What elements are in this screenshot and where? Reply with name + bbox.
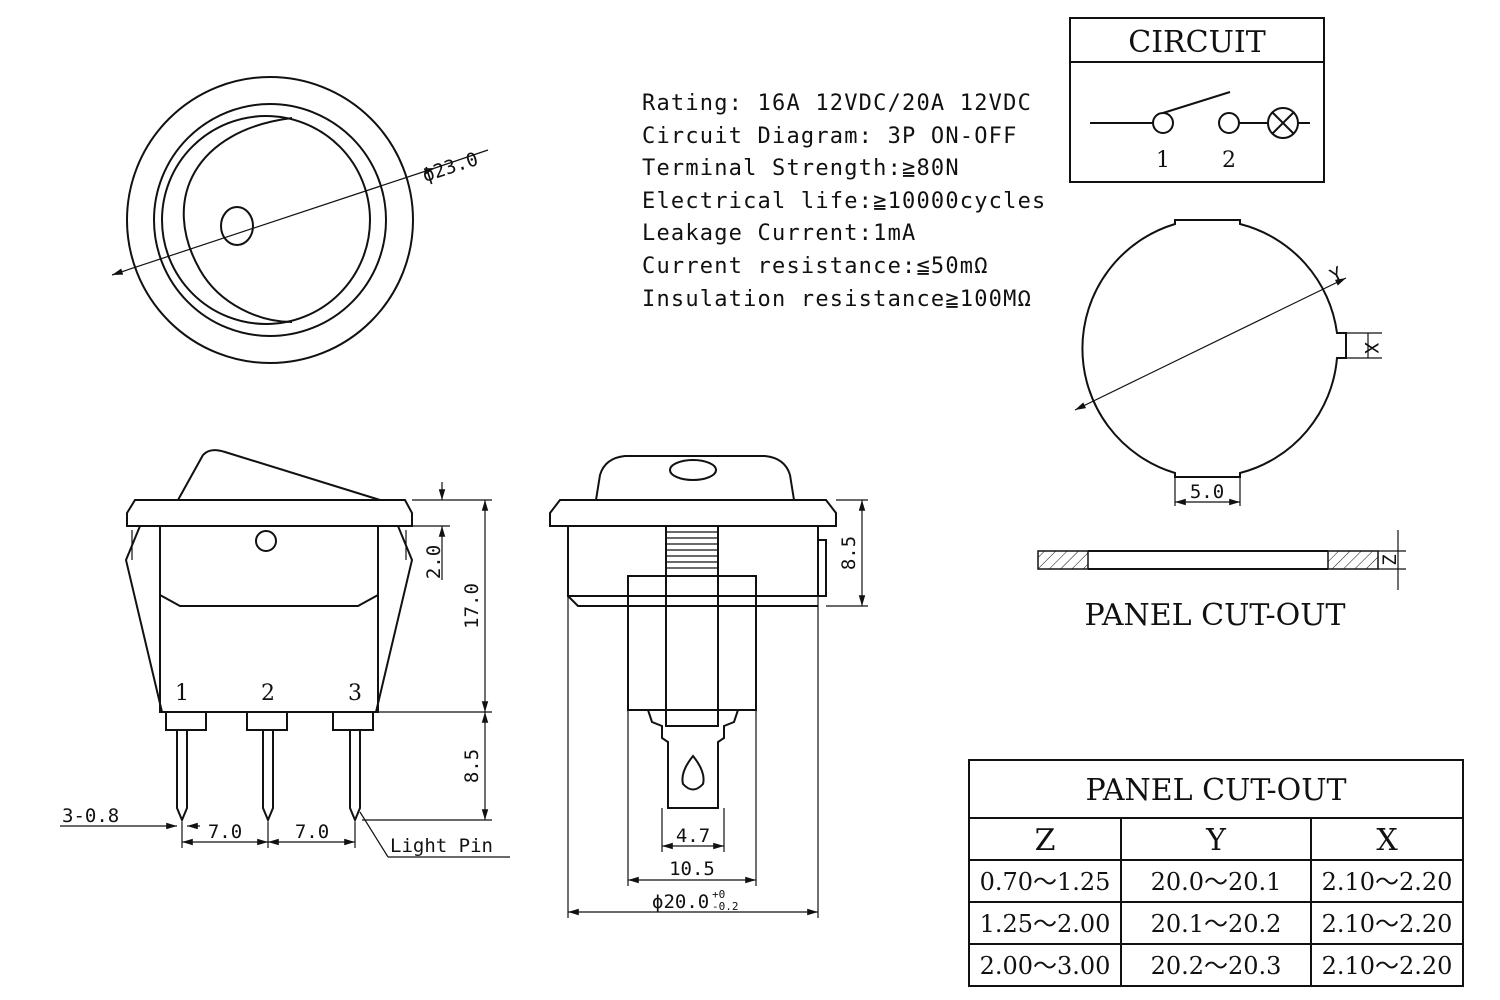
spec-insulation-resistance: Insulation resistance≧100MΩ [642,286,1033,312]
diameter-dimension-line [111,167,436,276]
switch-blade [1162,91,1231,114]
table-title: PANEL CUT-OUT [1085,773,1346,808]
table-header-z: Z [1035,823,1056,858]
table-cell: 2.10～2.20 [1322,952,1453,980]
inner-bezel-circle [153,103,387,337]
dim-8-5-pin: 8.5 [461,749,483,783]
side-bezel [549,499,837,527]
light-pin-label: Light Pin [390,835,493,857]
cutout-x-label: X [1360,342,1382,354]
spec-electrical-life: Electrical life:≧10000cycles [642,188,1047,214]
side-diameter: ϕ20.0 [652,891,709,913]
spec-current-resistance: Current resistance:≦50mΩ [642,253,989,279]
side-tab [818,539,827,597]
table-cell: 0.70～1.25 [980,868,1111,896]
circuit-frame [1069,17,1325,183]
left-clip [124,525,163,713]
indicator-lamp [220,206,254,246]
spec-list: Rating: 16A 12VDC/20A 12VDC Circuit Diag… [642,88,1046,316]
side-upper-body [567,525,819,597]
front-bezel [126,499,413,527]
top-view: ϕ23.0 [111,76,489,364]
diameter-label: ϕ23.0 [420,148,481,187]
rocker-curve [182,117,293,323]
cutout-tab-width: 5.0 [1190,481,1224,503]
diameter-leader [434,149,489,169]
circuit-terminal-1: 1 [1156,148,1170,173]
spec-circuit-diagram: Circuit Diagram: 3P ON-OFF [642,123,1018,149]
side-tol-plus: +0 [712,888,725,901]
side-dim-4-7: 4.7 [676,825,710,847]
side-rocker-cap [594,455,796,501]
table-header-y: Y [1205,823,1227,858]
table-cell: 1.25～2.00 [980,910,1111,938]
terminal-base-1 [165,712,207,731]
pin-3 [349,730,361,823]
dim-17-0: 17.0 [461,583,483,629]
pitch-2-label: 7.0 [295,821,329,843]
table-cell: 20.0～20.1 [1151,868,1282,896]
table-cell: 20.2～20.3 [1151,952,1282,980]
pin-width-label: 3-0.8 [62,805,119,827]
side-dim-8-5: 8.5 [838,536,860,570]
cutout-y-dimension [1074,277,1347,411]
front-view: 1 2 3 2.0 17.0 8.5 3-0.8 7.0 7.0 Light P… [60,449,510,858]
pin-1 [176,730,188,823]
spec-terminal-strength: Terminal Strength:≧80N [642,156,960,182]
side-center-post [665,575,719,727]
light-pin-leader [359,811,389,858]
terminal-label-2: 2 [261,681,275,706]
cutout-table: PANEL CUT-OUT Z Y X 0.70～1.25 20.0～20.1 … [968,759,1464,987]
table-cell: 2.10～2.20 [1322,868,1453,896]
terminal-base-2 [246,712,288,731]
terminal-base-3 [332,712,374,731]
panel-section-right [1327,550,1379,570]
terminal-label-1: 1 [175,681,189,706]
side-view: 8.5 4.7 10.5 ϕ20.0 +0 -0.2 [549,455,868,918]
side-indicator [669,459,717,481]
side-dim-10-5: 10.5 [669,858,715,880]
spec-rating: Rating: 16A 12VDC/20A 12VDC [642,91,1033,116]
terminal-hole [681,754,705,791]
cutout-view-title: PANEL CUT-OUT [1084,598,1345,633]
right-clip [375,525,414,713]
table-cell: 2.00～3.00 [980,952,1111,980]
circuit-box: CIRCUIT 1 2 [1069,17,1325,183]
spring-hatching [666,531,718,569]
table-header-x: X [1376,823,1398,858]
table-cell: 20.1～20.2 [1151,910,1282,938]
terminal-2-node [1218,112,1240,134]
rocker-outline [161,115,371,325]
front-indicator [255,530,277,552]
cutout-outline [1081,219,1347,478]
spec-leakage-current: Leakage Current:1mA [642,221,917,247]
table-cell: 2.10～2.20 [1322,910,1453,938]
housing-step [159,594,379,607]
dim-2-0: 2.0 [423,545,445,579]
cutout-view: Y X 5.0 Z PANEL CUT-OUT [1037,219,1406,633]
side-tol-minus: -0.2 [712,900,739,913]
table-frame [968,759,1464,987]
rocker-button [176,449,381,501]
circuit-title: CIRCUIT [1128,25,1266,60]
panel-z-label: Z [1379,554,1401,565]
pitch-1-label: 7.0 [208,821,242,843]
quick-connect-terminal [647,709,739,809]
pin-2 [262,730,274,823]
terminal-label-3: 3 [348,681,362,706]
panel-section-left [1037,550,1089,570]
cutout-y-label: Y [1327,262,1347,287]
terminal-1-node [1152,112,1174,134]
circuit-terminal-2: 2 [1222,148,1236,173]
side-step [567,595,818,607]
